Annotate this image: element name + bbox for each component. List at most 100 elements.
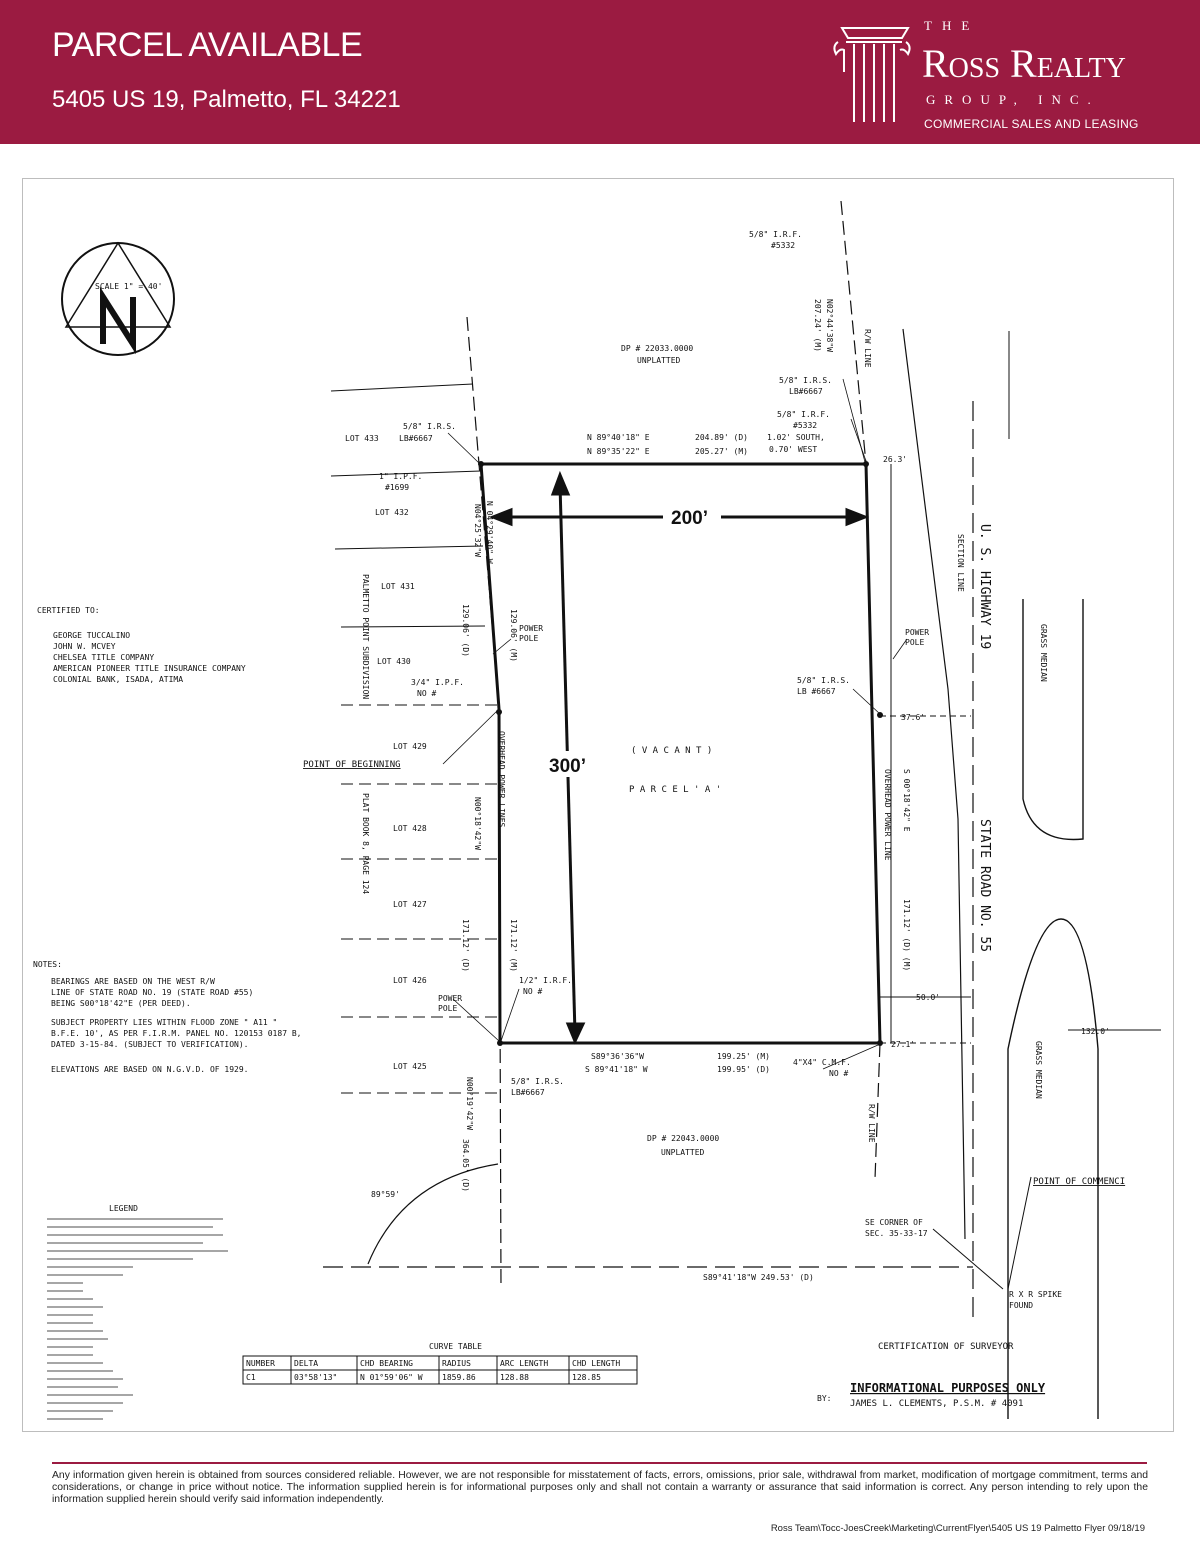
file-path: Ross Team\Tocc-JoesCreek\Marketing\Curre… xyxy=(770,1523,1145,1534)
parcel-vacant: ( V A C A N T ) xyxy=(631,746,712,756)
irs-ne-1: 5/8" I.R.S. xyxy=(779,376,832,385)
offset-132: 132.0' xyxy=(1081,1027,1110,1036)
survey-drawing: SCALE 1" = 40' 200’ 300’ ( V A C A N T )… xyxy=(22,178,1174,1432)
irs-e-2: LB #6667 xyxy=(797,687,836,696)
ct-h-delta: DELTA xyxy=(294,1359,318,1368)
ct-h-radius: RADIUS xyxy=(442,1359,471,1368)
dim-height-label: 300’ xyxy=(549,756,586,777)
cmf-1: 4"X4" C.M.F. xyxy=(793,1058,851,1067)
parcel-name: P A R C E L ' A ' xyxy=(629,785,721,795)
power-pole-w-1: POWER xyxy=(519,624,543,633)
logo-the: THE xyxy=(924,18,980,33)
ct-h-arc: ARC LENGTH xyxy=(500,1359,548,1368)
irf-5332-1: 5/8" I.R.F. xyxy=(749,230,802,239)
offset-27: 27.1' xyxy=(891,1040,915,1049)
power-pole-s-2: POLE xyxy=(438,1004,457,1013)
overhead-power-west: OVERHEAD POWER LINES xyxy=(497,731,506,828)
bearing-west-1: N 04°29'40" W xyxy=(485,501,494,564)
bearing-south-d2: 199.95' (D) xyxy=(717,1065,770,1074)
irs-nw-1: 5/8" I.R.S. xyxy=(403,422,456,431)
power-pole-e-2: POLE xyxy=(905,638,924,647)
offset-50: 50.0' xyxy=(916,993,940,1002)
bearing-west-m: 129.06' (M) xyxy=(509,609,518,662)
bearing-sw-d: 364.05' (D) xyxy=(461,1139,470,1192)
ct-c-bearing: N 01°59'06" W xyxy=(360,1373,423,1382)
highway-label: U. S. HIGHWAY 19 xyxy=(977,524,992,649)
bearing-north-d1: 204.89' (D) xyxy=(695,433,748,442)
offset-26: 26.3' xyxy=(883,455,907,464)
property-address: 5405 US 19, Palmetto, FL 34221 xyxy=(52,86,401,113)
note-line-6: DATED 3-15-84. (SUBJECT TO VERIFICATION)… xyxy=(51,1040,248,1049)
ct-c-arc: 128.88 xyxy=(500,1373,529,1382)
ipf-1699-2: #1699 xyxy=(385,483,409,492)
lot-426: LOT 426 xyxy=(393,976,427,985)
survey-svg: SCALE 1" = 40' 200’ 300’ ( V A C A N T )… xyxy=(33,200,1161,1420)
state-road-label: STATE ROAD NO. 55 xyxy=(977,819,992,952)
column-icon xyxy=(833,27,911,122)
dim-width-label: 200’ xyxy=(671,508,708,529)
irs-e-1: 5/8" I.R.S. xyxy=(797,676,850,685)
grass-median-top: GRASS MEDIAN xyxy=(1039,624,1048,682)
bearing-south-1: S89°36'36"W xyxy=(591,1052,644,1061)
lot-430: LOT 430 xyxy=(377,657,411,666)
curve-table-grid xyxy=(242,1355,638,1385)
lot-425: LOT 425 xyxy=(393,1062,427,1071)
se-corner-2: SEC. 35-33-17 xyxy=(865,1229,928,1238)
arc-angle: 89°59' xyxy=(371,1190,400,1199)
ct-h-number: NUMBER xyxy=(246,1359,275,1368)
ct-c-delta: 03°58'13" xyxy=(294,1373,337,1382)
legend-title: LEGEND xyxy=(109,1204,138,1213)
bearing-north-1: N 89°40'18" E xyxy=(587,433,650,442)
lot-431: LOT 431 xyxy=(381,582,415,591)
logo-tagline: COMMERCIAL SALES AND LEASING xyxy=(924,117,1139,131)
lot-429: LOT 429 xyxy=(393,742,427,751)
bearing-west-3: N00°18'42"W xyxy=(473,797,482,850)
plat-book-label: PLAT BOOK 8, PAGE 124 xyxy=(361,793,370,894)
note-line-3: BEING S00°18'42"E (PER DEED). xyxy=(51,999,191,1008)
rw-line-top: R/W LINE xyxy=(863,329,872,368)
unplatted-north: UNPLATTED xyxy=(637,356,681,365)
bearing-east-1: S 00°18'42" E xyxy=(902,769,911,832)
page-title: PARCEL AVAILABLE xyxy=(52,26,363,64)
ct-h-bearing: CHD BEARING xyxy=(360,1359,413,1368)
overhead-power-east: OVERHEAD POWER LINE xyxy=(883,769,892,861)
certified-line-2: JOHN W. MCVEY xyxy=(53,642,116,651)
irf-12-2: NO # xyxy=(523,987,542,996)
note-line-5: B.F.E. 10', AS PER F.I.R.M. PANEL NO. 12… xyxy=(51,1029,301,1038)
ct-c-chd: 128.85 xyxy=(572,1373,601,1382)
bearing-east-d: 171.12' (D) (M) xyxy=(902,899,911,971)
surveyor-name: JAMES L. CLEMENTS, P.S.M. # 4091 xyxy=(850,1399,1023,1409)
ipf-34-1: 3/4" I.P.F. xyxy=(411,678,464,687)
note-line-7: ELEVATIONS ARE BASED ON N.G.V.D. OF 1929… xyxy=(51,1065,248,1074)
header-banner: PARCEL AVAILABLE 5405 US 19, Palmetto, F… xyxy=(0,0,1200,144)
info-only-label: INFORMATIONAL PURPOSES ONLY xyxy=(850,1381,1046,1395)
notes-title: NOTES: xyxy=(33,960,62,969)
power-pole-w-2: POLE xyxy=(519,634,538,643)
note-line-2: LINE OF STATE ROAD NO. 19 (STATE ROAD #5… xyxy=(51,988,253,997)
unplatted-south: UNPLATTED xyxy=(661,1148,705,1157)
bearing-west-d: 129.06' (D) xyxy=(461,604,470,657)
rw-line-bottom: R/W LINE xyxy=(867,1104,876,1143)
north-arrow-icon xyxy=(61,241,175,356)
certified-to-title: CERTIFIED TO: xyxy=(37,606,100,615)
certified-line-1: GEORGE TUCCALINO xyxy=(53,631,130,640)
point-of-beginning: POINT OF BEGINNING xyxy=(303,760,401,770)
disclaimer-text: Any information given herein is obtained… xyxy=(52,1470,1148,1505)
bearing-west-171m: 171.12' (M) xyxy=(509,919,518,972)
logo-name: Ross Realty xyxy=(922,41,1126,86)
lot-433: LOT 433 xyxy=(345,434,379,443)
lot-428: LOT 428 xyxy=(393,824,427,833)
legend-lines xyxy=(47,1218,228,1420)
curve-table-title: CURVE TABLE xyxy=(429,1342,482,1351)
irs-ne-2: LB#6667 xyxy=(789,387,823,396)
scale-label: SCALE 1" = 40' xyxy=(95,282,162,291)
bearing-south-2: S 89°41'18" W xyxy=(585,1065,648,1074)
rw-top-1: 207.24' (M) xyxy=(813,299,822,352)
certified-line-4: AMERICAN PIONEER TITLE INSURANCE COMPANY xyxy=(53,664,246,673)
se-corner-1: SE CORNER OF xyxy=(865,1218,923,1227)
irf-ne-2: #5332 xyxy=(793,421,817,430)
by-label: BY: xyxy=(817,1394,831,1403)
dp-south: DP # 22043.0000 xyxy=(647,1134,719,1143)
irf-ne-4: 0.70' WEST xyxy=(769,445,817,454)
certified-line-3: CHELSEA TITLE COMPANY xyxy=(53,653,154,662)
